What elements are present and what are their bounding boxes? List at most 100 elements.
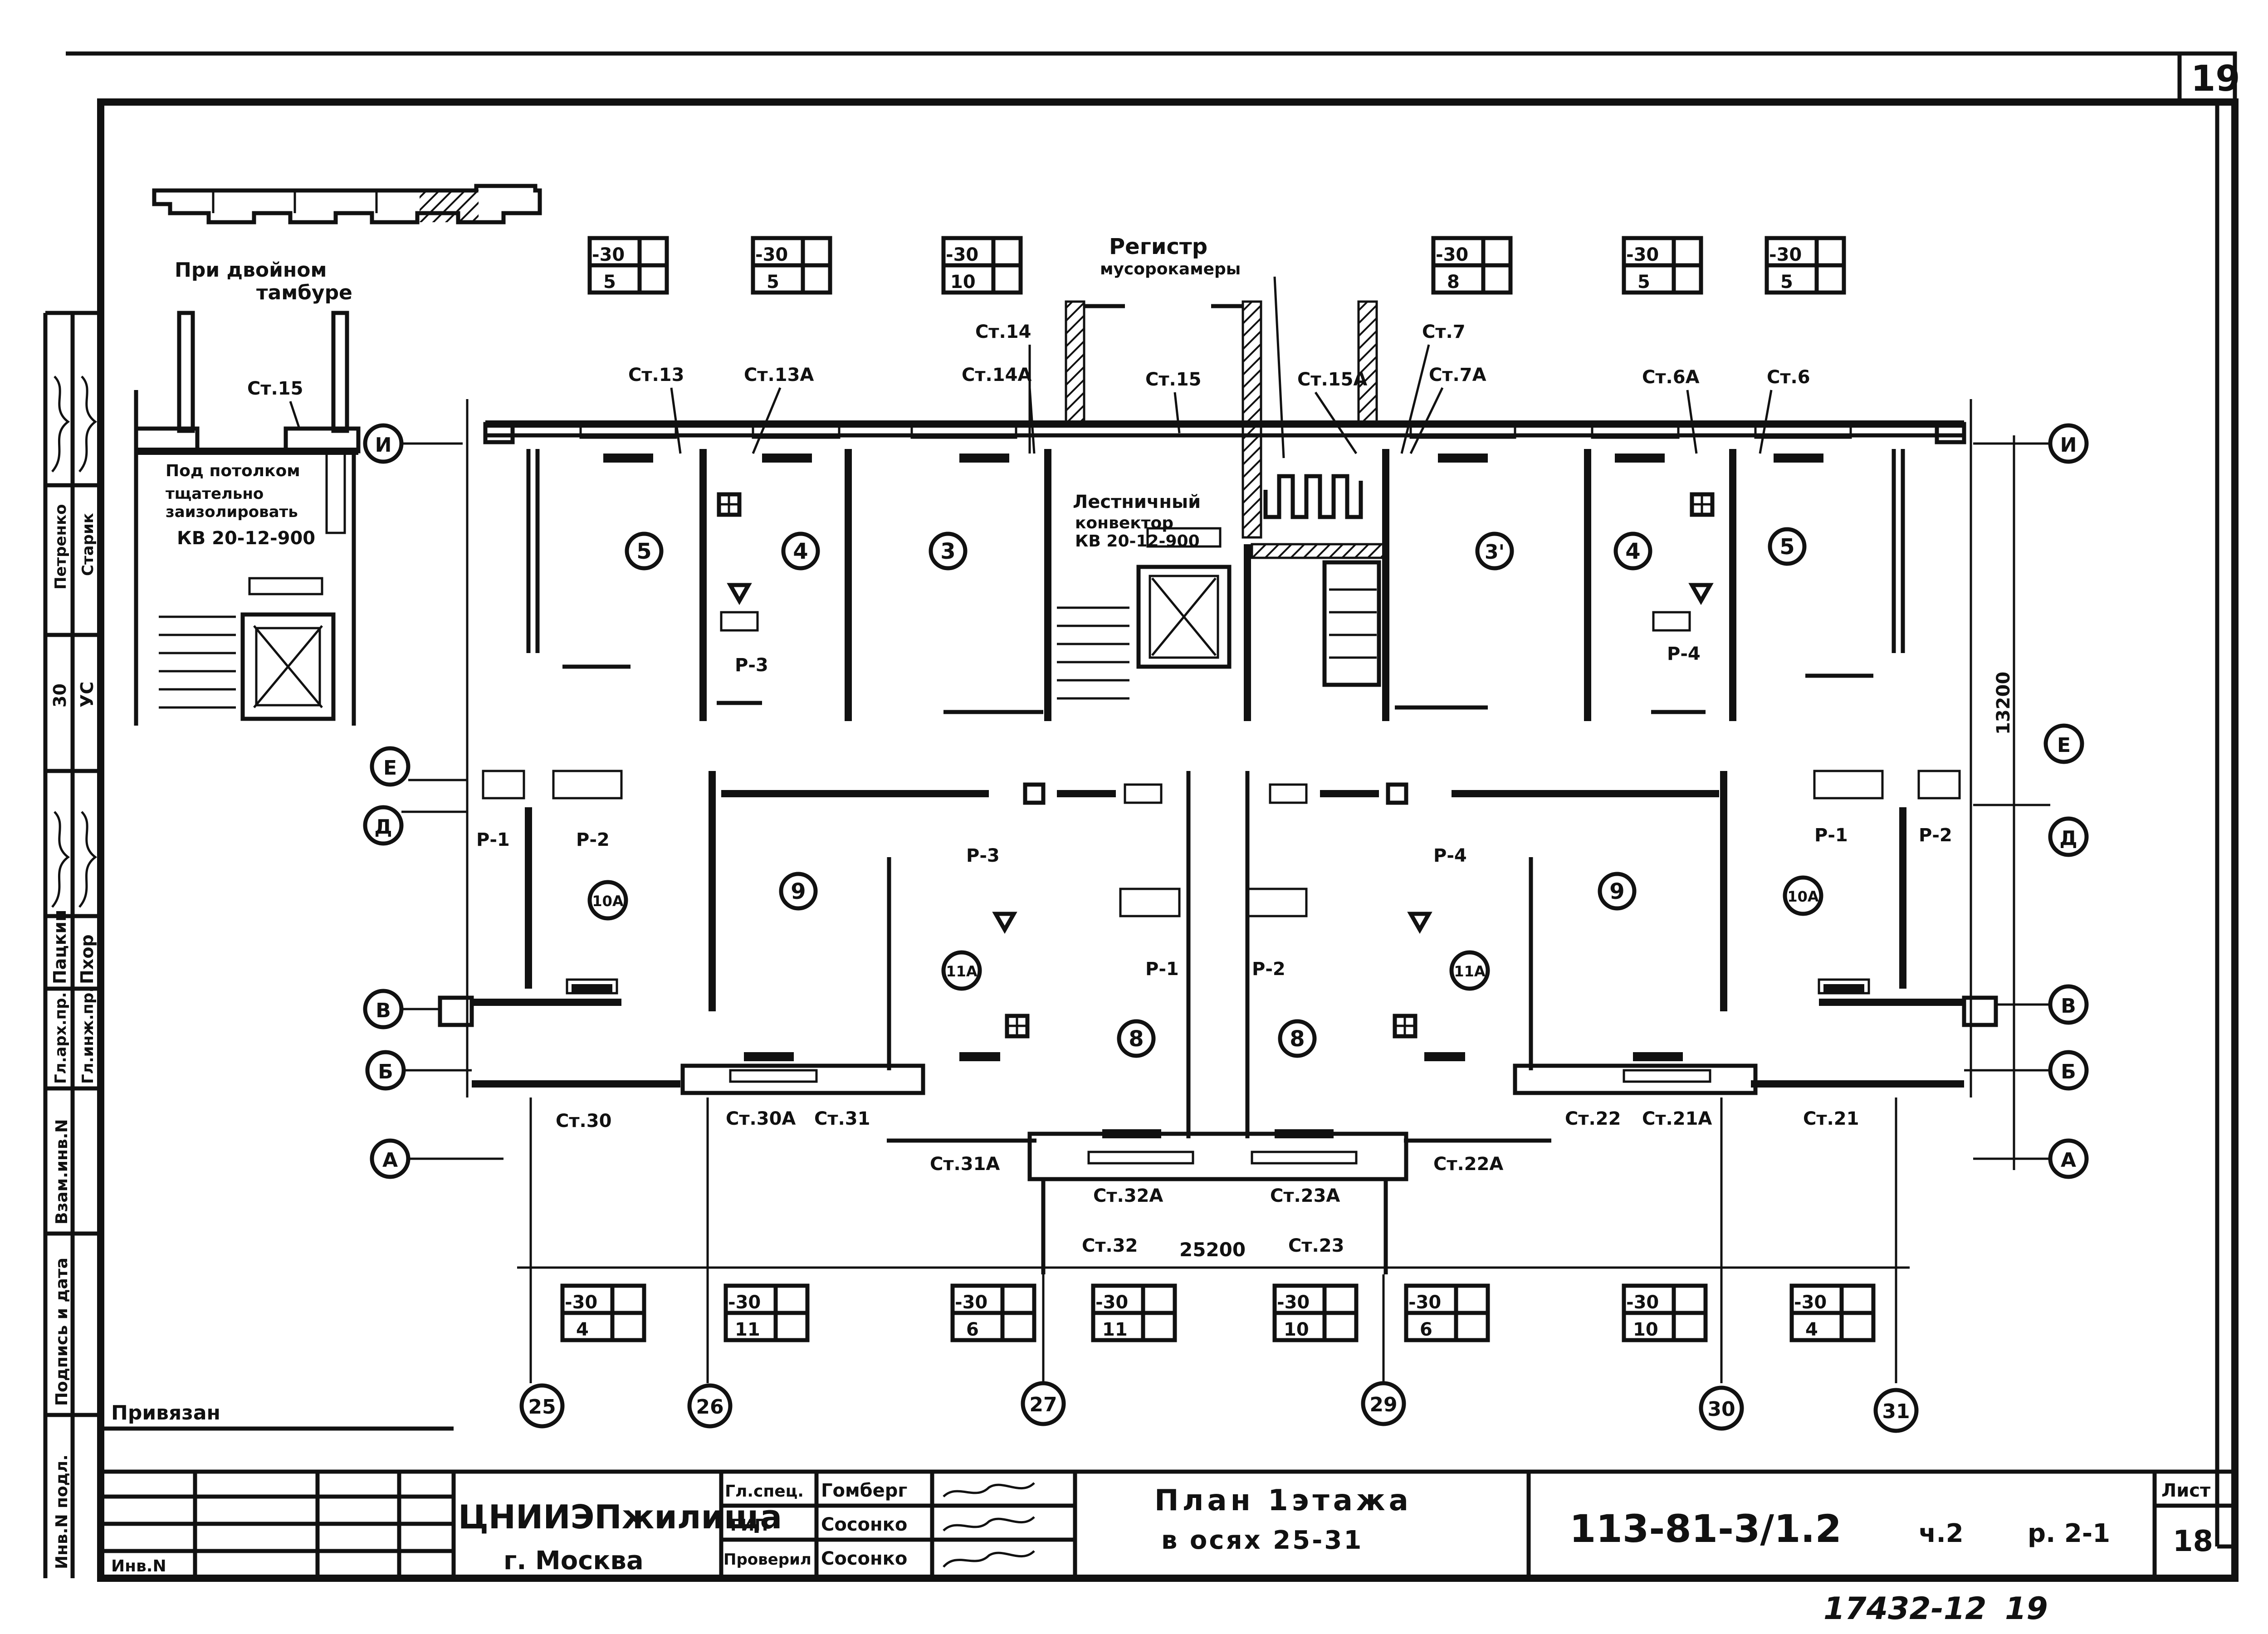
temp-box-n: 11 — [735, 1319, 760, 1340]
room-number: 11А — [946, 963, 978, 980]
pipe-label: Р-1 — [1145, 959, 1179, 980]
side-name-4: Старик — [79, 513, 97, 576]
key-plan-hatched-section-icon — [152, 184, 542, 224]
riser-label: Ст.13 — [628, 365, 684, 385]
stair-convector-title: Лестничный — [1073, 492, 1201, 512]
axis-row-label: Д — [2059, 827, 2077, 850]
riser-label: Ст.14 — [975, 322, 1031, 342]
vestibule-title-2: тамбуре — [256, 281, 352, 304]
temp-box-t: -30 — [755, 244, 788, 265]
axis-row-label: Б — [378, 1060, 393, 1083]
temp-box: -30 10 — [1272, 1283, 1359, 1342]
temp-box: -30 10 — [941, 236, 1023, 295]
axis-row-label: А — [2061, 1149, 2076, 1172]
side-name-1: Пацкин — [50, 910, 70, 984]
pipe-labels: Р-3 Р-4 Р-1 Р-2 Р-3 Р-1 Р-2 Р-4 Р-1 Р-2 — [476, 644, 1952, 980]
dimensions: 25200 13200 — [517, 435, 2015, 1269]
register-title: Регистр — [1109, 234, 1207, 259]
name-2: Сосонко — [821, 1514, 907, 1535]
role-1: Гл.спец. — [725, 1482, 804, 1501]
riser-labels-bottom: Ст.30 Ст.30А Ст.31 Ст.31А Ст.32А Ст.32 С… — [556, 1108, 1859, 1256]
axis-row-label: И — [375, 434, 392, 457]
vestibule-note-3: заизолировать — [166, 503, 298, 521]
stair-convector-code: КВ 20-12-900 — [1075, 532, 1200, 551]
room-number: 5 — [1779, 534, 1794, 560]
temp-box-n: 10 — [1633, 1319, 1658, 1340]
pipe-label: Р-1 — [1814, 825, 1848, 846]
room-number: 3 — [940, 539, 955, 564]
sheet-title-1: План 1этажа — [1154, 1484, 1412, 1517]
pipe-label: Р-3 — [966, 845, 1000, 866]
plan-walls — [438, 300, 1998, 1274]
axis-row-label: А — [382, 1149, 398, 1172]
temp-box-t: -30 — [1769, 244, 1802, 265]
pipe-label: Р-1 — [476, 829, 510, 850]
axis-row-label: Е — [383, 756, 397, 780]
axis-col-label: 26 — [696, 1395, 723, 1419]
temp-box-t: -30 — [565, 1292, 597, 1313]
room-number: 8 — [1129, 1026, 1144, 1052]
side-signatures-icon — [51, 376, 98, 908]
temp-box: -30 5 — [1765, 236, 1846, 295]
temp-box-n: 5 — [767, 272, 779, 293]
section-label: р. 2-1 — [2028, 1519, 2110, 1548]
side-extra-1: 30 — [50, 683, 70, 707]
title-block — [101, 1426, 2235, 1578]
temp-box-n: 6 — [1420, 1319, 1432, 1340]
riser-label: Ст.6А — [1642, 367, 1700, 388]
copy-number: 17432-12 — [1823, 1591, 1986, 1627]
temp-box-n: 5 — [603, 272, 616, 293]
temp-box: -30 11 — [723, 1283, 810, 1342]
temp-box: -30 4 — [560, 1283, 646, 1342]
temp-box: -30 4 — [1789, 1283, 1876, 1342]
room-number: 3' — [1485, 541, 1505, 564]
side-label-2: Подпись и дата — [53, 1258, 71, 1406]
pipe-label: Р-4 — [1667, 644, 1701, 664]
axis-row-label: В — [376, 999, 391, 1022]
page-number-top: 19 — [2191, 59, 2240, 99]
temp-box: -30 11 — [1091, 1283, 1177, 1342]
temp-box: -30 5 — [587, 236, 669, 295]
temp-boxes-bottom: -30 4 -30 11 -30 6 -30 11 -30 10 -30 6 — [560, 1283, 1876, 1342]
temp-box-n: 10 — [950, 272, 976, 293]
copy-page: 19 — [2005, 1591, 2048, 1627]
axis-row-label: И — [2060, 434, 2077, 457]
name-1: Гомберг — [821, 1480, 907, 1501]
axis-col-label: 29 — [1369, 1393, 1397, 1416]
temp-box-t: -30 — [1794, 1292, 1827, 1313]
pipe-label: Р-2 — [1252, 959, 1286, 980]
room-numbers: 5 4 3 3' 4 5 9 10А 11А 8 8 11А 9 10А — [587, 527, 1823, 1058]
temp-box-t: -30 — [1626, 1292, 1659, 1313]
vestibule-detail: При двойном тамбуре Ст.15 Под потолком т… — [134, 259, 361, 726]
dim-total-depth: 13200 — [1993, 672, 2014, 735]
riser-label: Ст.32 — [1082, 1235, 1138, 1256]
temp-box-t: -30 — [1277, 1292, 1310, 1313]
riser-label: Ст.31 — [814, 1108, 870, 1129]
temp-box-t: -30 — [1436, 244, 1468, 265]
temp-box: -30 8 — [1431, 236, 1513, 295]
temp-box-t: -30 — [1626, 244, 1659, 265]
side-stamp — [43, 311, 101, 1578]
part-label: ч.2 — [1919, 1519, 1964, 1548]
stair-convector-sub: конвектор — [1075, 514, 1173, 532]
role-2: ГИП — [730, 1516, 768, 1535]
temp-box-n: 5 — [1637, 272, 1650, 293]
riser-label: Ст.7 — [1422, 322, 1466, 342]
axis-row-label: Б — [2061, 1060, 2076, 1083]
room-number: 9 — [1609, 879, 1624, 904]
temp-box: -30 6 — [1404, 1283, 1490, 1342]
temp-box-t: -30 — [955, 1292, 987, 1313]
temp-box: -30 5 — [751, 236, 832, 295]
side-label-1: Инв.N подл. — [53, 1454, 71, 1569]
temp-box-t: -30 — [1408, 1292, 1441, 1313]
riser-label: Ст.23А — [1270, 1185, 1340, 1206]
role-3: Проверил — [723, 1551, 811, 1569]
axis-col-label: 31 — [1882, 1400, 1910, 1423]
side-label-3: Взам.инв.N — [53, 1119, 71, 1224]
pipe-label: Р-2 — [576, 829, 610, 850]
pipe-label: Р-2 — [1919, 825, 1952, 846]
axis-rows: И И Е Е Д Д В В Б Б А А — [363, 423, 2089, 1179]
room-number: 4 — [1625, 539, 1640, 564]
axis-col-label: 30 — [1707, 1398, 1735, 1421]
